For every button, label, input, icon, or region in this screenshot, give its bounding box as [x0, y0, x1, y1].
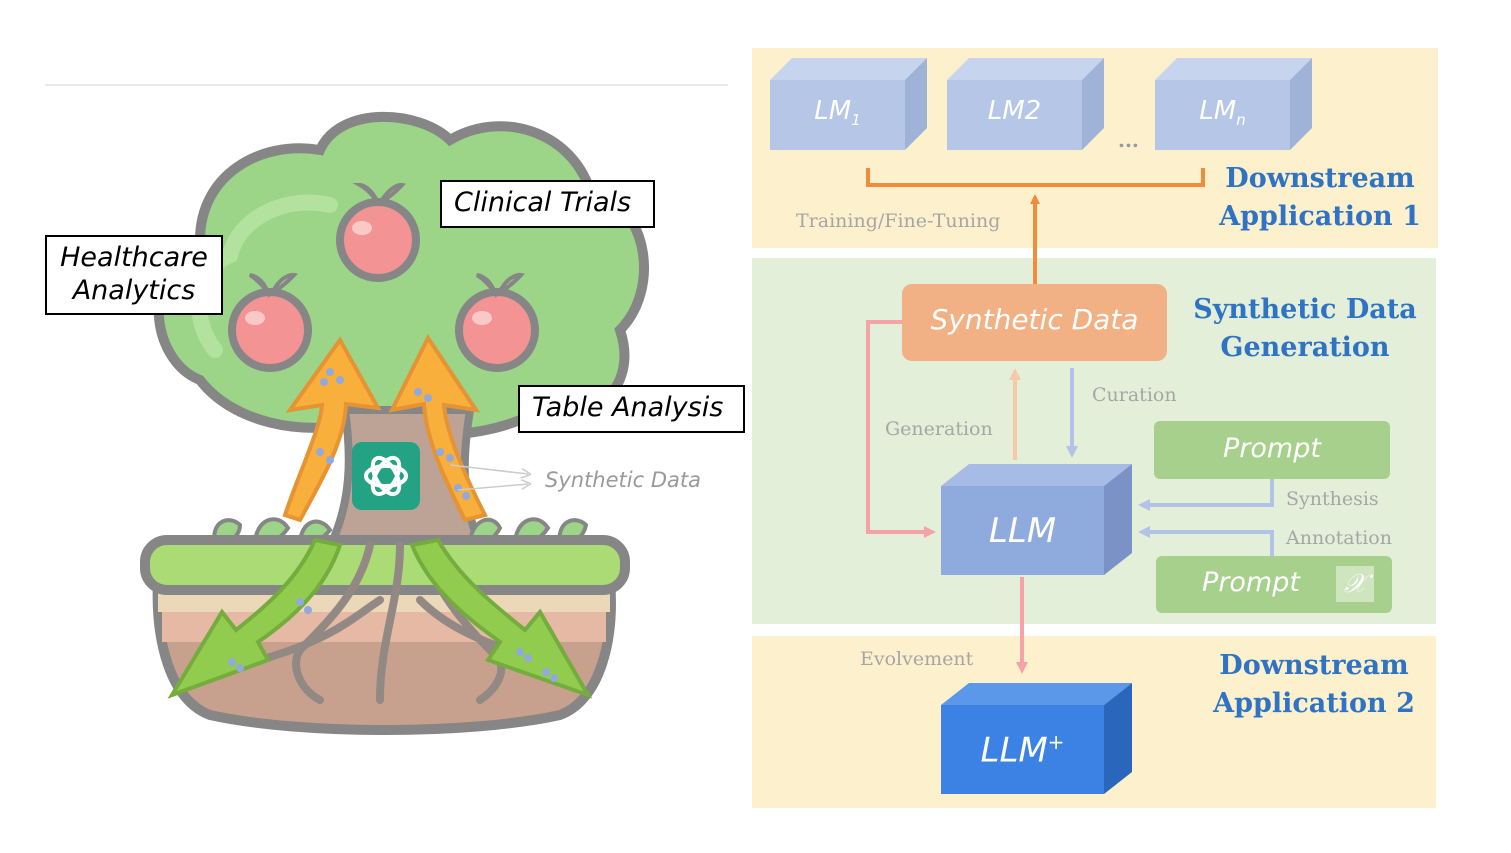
section-title-generation-line2: Generation — [1220, 332, 1390, 363]
lmn-box — [1155, 58, 1312, 150]
lmn-label-base: LM — [1199, 96, 1237, 126]
lmn-label-sub: n — [1236, 111, 1246, 130]
lm2-label: LM2 — [987, 96, 1042, 126]
edge-label-curation: Curation — [1092, 384, 1177, 406]
llm-box — [941, 464, 1132, 575]
llm-plus-box — [941, 683, 1132, 794]
lm-ellipsis: ... — [1118, 128, 1139, 152]
orange-up-arrow-right — [388, 334, 488, 523]
molecule-dots — [228, 368, 558, 682]
section-title-generation-line1: Synthetic Data — [1193, 294, 1417, 325]
section-title-downstream-1-line2: Application 1 — [1219, 201, 1421, 232]
prompt-x-symbol-bg — [1336, 566, 1374, 602]
llm-plus-label: LLM+ — [941, 730, 1104, 770]
callout-table-analysis: Table Analysis — [518, 385, 745, 433]
apple-top — [336, 182, 420, 282]
section-title-downstream-1-line1: Downstream — [1225, 163, 1415, 194]
prompt-x-box — [1156, 556, 1392, 613]
openai-logo-icon — [352, 442, 420, 510]
edge-label-generation: Generation — [885, 418, 993, 440]
lm1-box — [770, 58, 927, 150]
section-title-downstream-2-line1: Downstream — [1219, 650, 1409, 681]
caption-arrow-lower — [457, 484, 528, 491]
tree-illustration — [45, 84, 728, 735]
lm1-label: LM1 — [770, 96, 905, 129]
prompt-x-label: Prompt — [1202, 567, 1300, 598]
pink-loop-arrow — [866, 320, 936, 538]
green-down-arrow-right — [409, 537, 593, 699]
synthetic-data-label: Synthetic Data — [930, 303, 1139, 336]
section-title-downstream-1: Downstream Application 1 — [1208, 160, 1432, 236]
prompt-label: Prompt — [1223, 433, 1321, 464]
section-title-downstream-2: Downstream Application 2 — [1202, 647, 1426, 723]
grass-band — [140, 535, 630, 595]
training-bracket — [866, 168, 1205, 187]
orange-up-arrow-left — [282, 336, 382, 523]
caption-arrow-upper — [449, 464, 528, 474]
apple-right — [455, 272, 539, 372]
synthetic-data-caption: Synthetic Data — [545, 468, 701, 492]
lm1-label-base: LM — [814, 96, 852, 126]
lm2-box — [947, 58, 1104, 150]
llm-plus-label-base: LLM — [980, 730, 1048, 771]
lm1-label-sub: 1 — [851, 111, 861, 130]
section-title-generation: Synthetic Data Generation — [1180, 291, 1430, 367]
lmn-label: LMn — [1155, 96, 1290, 129]
llm-label: LLM — [988, 511, 1057, 551]
edge-label-annotation: Annotation — [1286, 527, 1392, 549]
synthetic-data-box — [902, 284, 1167, 361]
edge-label-training: Training/Fine-Tuning — [796, 210, 1001, 232]
llm-plus-label-sup: + — [1047, 730, 1065, 754]
prompt-x-symbol: 𝒳 — [1343, 569, 1367, 599]
callout-clinical-trials: Clinical Trials — [440, 180, 655, 228]
edge-label-evolvement: Evolvement — [860, 648, 974, 670]
section-title-downstream-2-line2: Application 2 — [1213, 688, 1415, 719]
annotation-arrow — [1138, 526, 1274, 556]
synthesis-arrow — [1138, 479, 1274, 511]
edge-label-synthesis: Synthesis — [1286, 488, 1379, 510]
apple-left — [228, 272, 312, 372]
callout-healthcare-analytics: Healthcare Analytics — [45, 235, 223, 315]
prompt-box — [1154, 421, 1390, 479]
green-down-arrow-left — [167, 537, 343, 699]
